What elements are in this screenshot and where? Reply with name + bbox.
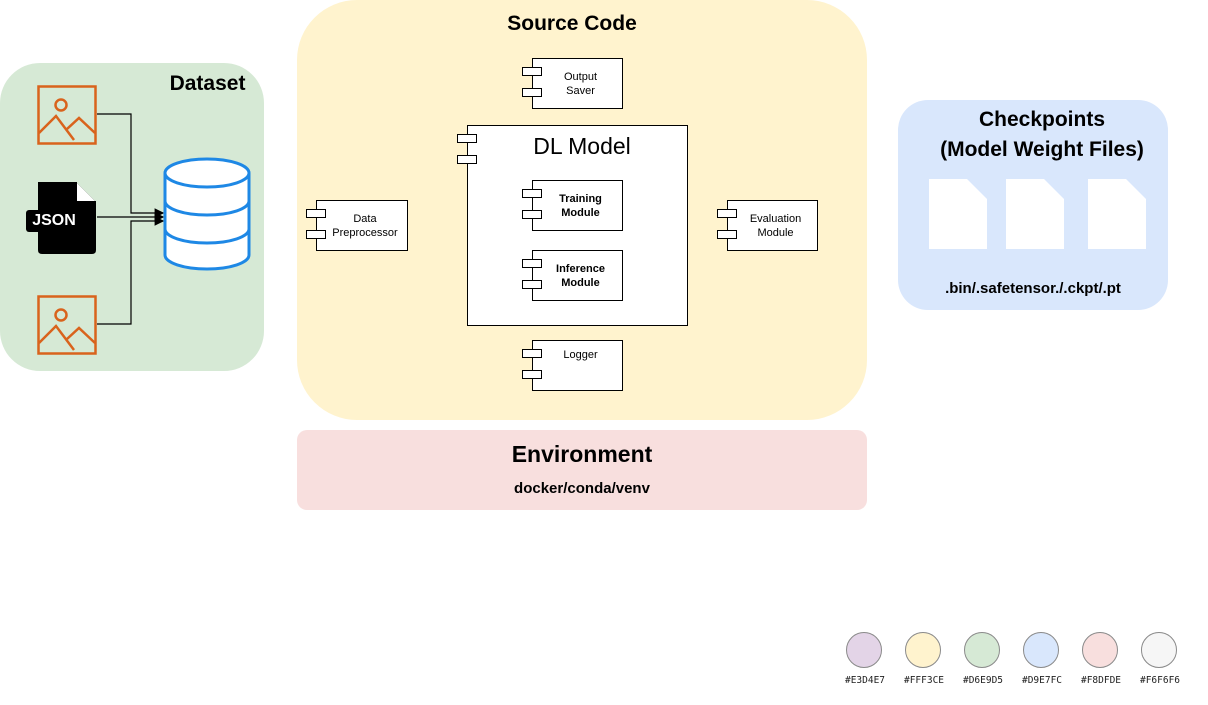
swatch-label: #D9E7FC [1021, 675, 1063, 686]
component-tab [457, 134, 477, 143]
data-preprocessor-component: Data Preprocessor [316, 200, 408, 251]
swatch-circle [846, 632, 882, 668]
swatch-label: #F8DFDE [1080, 675, 1122, 686]
checkpoints-title: Checkpoints [978, 108, 1106, 131]
dataset-connectors [97, 113, 165, 325]
component-tab [522, 280, 542, 289]
json-label: JSON [32, 212, 76, 229]
training-module-label: Training Module [559, 192, 602, 219]
swatch-circle [1023, 632, 1059, 668]
data-preprocessor-label: Data Preprocessor [332, 212, 398, 239]
component-tab [522, 67, 542, 76]
file-icon [1006, 179, 1064, 249]
inference-module-label: Inference Module [556, 262, 605, 289]
logger-component: Logger [532, 340, 623, 391]
component-tab [457, 155, 477, 164]
evaluation-module-label: Evaluation Module [749, 212, 802, 239]
output-saver-component: Output Saver [532, 58, 623, 109]
component-tab [522, 88, 542, 97]
json-file-icon [26, 182, 96, 254]
component-tab [306, 230, 326, 239]
component-tab [717, 209, 737, 218]
component-tab [522, 349, 542, 358]
logger-label: Logger [563, 349, 598, 361]
swatch-label: #E3D4E7 [844, 675, 886, 686]
file-icon [1088, 179, 1146, 249]
swatch-label: #FFF3CE [903, 675, 945, 686]
dataset-title: Dataset [169, 72, 246, 95]
environment-title: Environment [511, 441, 653, 467]
inference-module-component: Inference Module [532, 250, 623, 301]
source-code-title: Source Code [507, 12, 637, 35]
component-tab [717, 230, 737, 239]
environment-panel [297, 430, 867, 510]
checkpoints-subtitle: (Model Weight Files) [940, 138, 1144, 161]
database-icon [163, 157, 251, 271]
color-palette: #E3D4E7 #FFF3CE #D6E9D5 #D9E7FC #F8DFDE … [835, 628, 1191, 702]
swatch-circle [1141, 632, 1177, 668]
swatch-circle [905, 632, 941, 668]
component-tab [306, 209, 326, 218]
component-tab [522, 210, 542, 219]
environment-subtitle: docker/conda/venv [514, 480, 650, 497]
swatch-circle [964, 632, 1000, 668]
checkpoints-extensions: .bin/.safetensor./.ckpt/.pt [945, 280, 1121, 297]
evaluation-module-component: Evaluation Module [727, 200, 818, 251]
image-icon [37, 295, 97, 355]
dl-model-title: DL Model [533, 133, 631, 159]
swatch-circle [1082, 632, 1118, 668]
swatch-label: #D6E9D5 [962, 675, 1004, 686]
swatch-label: #F6F6F6 [1139, 675, 1181, 686]
component-tab [522, 259, 542, 268]
component-tab [522, 370, 542, 379]
output-saver-label: Output Saver [563, 70, 598, 97]
file-icon [929, 179, 987, 249]
component-tab [522, 189, 542, 198]
image-icon [37, 85, 97, 145]
training-module-component: Training Module [532, 180, 623, 231]
